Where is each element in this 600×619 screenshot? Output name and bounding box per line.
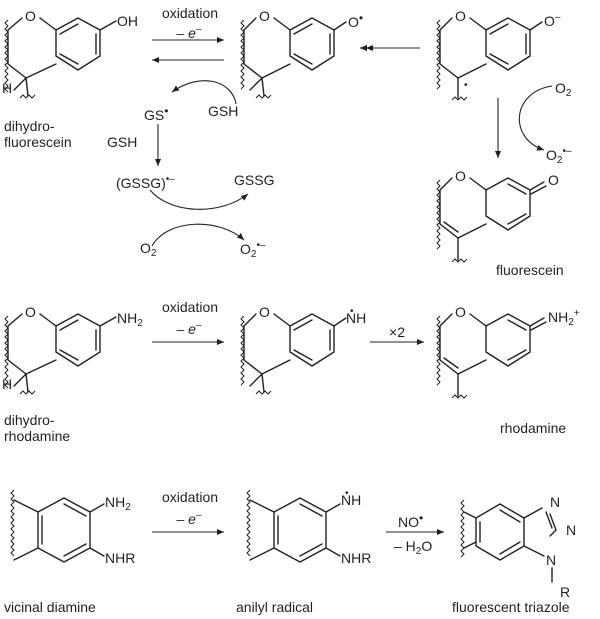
ring-oxygen-1: O bbox=[25, 8, 36, 24]
phenoxyl-oxygen-label: O• bbox=[348, 11, 364, 30]
triazole-n3-label: N bbox=[546, 552, 557, 568]
aminyl-label: NH bbox=[346, 310, 367, 326]
electron-loss-label-row1: – e– bbox=[176, 24, 202, 41]
gssg-radical-label: (GSSG)•– bbox=[116, 174, 175, 191]
ring-oxygen-6: O bbox=[259, 304, 270, 320]
oxygen-label-left: O2 bbox=[140, 240, 157, 259]
ring-oxygen-5: O bbox=[25, 304, 36, 320]
times-two-label: ×2 bbox=[389, 324, 405, 340]
fluorescent-triazole-name: fluorescent triazole bbox=[452, 599, 570, 615]
water-loss-label: – H2O bbox=[394, 538, 433, 557]
fluorescent-triazole-structure bbox=[460, 499, 557, 583]
ring-oxygen-3: O bbox=[455, 8, 466, 24]
o2-curved-arrow-left bbox=[151, 223, 245, 247]
superoxide-label-right: O2•– bbox=[546, 146, 572, 166]
rhodamine-structure bbox=[436, 313, 547, 399]
oxygen-label-right: O2 bbox=[555, 80, 572, 99]
dihydrorhodamine-structure bbox=[4, 313, 117, 395]
hydroxyl-label: OH bbox=[117, 13, 138, 29]
dihydrorhodamine-name-line2: rhodamine bbox=[4, 428, 71, 444]
oxidation-label-row2: oxidation bbox=[161, 299, 219, 315]
phenoxyl-radical-structure bbox=[240, 17, 347, 99]
rhodamine-name: rhodamine bbox=[500, 420, 567, 436]
electron-loss-label-row3: – e– bbox=[176, 510, 202, 527]
dihydrorhodamine-name-line1: dihydro- bbox=[4, 412, 55, 428]
anilyl-nhr-label: NHR bbox=[341, 550, 372, 566]
anilyl-radical-name: anilyl radical bbox=[236, 599, 314, 615]
gsh-label-left: GSH bbox=[107, 134, 138, 150]
gs-radical-label: GS• bbox=[144, 104, 169, 123]
carbon-radical-dot: • bbox=[464, 80, 468, 91]
gsh-label-right: GSH bbox=[208, 103, 239, 119]
iminium-label: NH2+ bbox=[548, 308, 580, 328]
nitric-oxide-label: NO• bbox=[398, 511, 424, 530]
fluorescein-structure bbox=[436, 177, 547, 263]
amine-label: NH2 bbox=[117, 310, 143, 329]
nitrogen-radical-dot: • bbox=[350, 306, 354, 317]
ring-oxygen-4: O bbox=[455, 168, 466, 184]
phenolate-radical-structure bbox=[436, 17, 543, 101]
triazole-n1-label: N bbox=[550, 494, 561, 510]
dihydrofluorescein-name-line1: dihydro- bbox=[4, 118, 55, 134]
ring-oxygen-7: O bbox=[455, 304, 466, 320]
ring-oxygen-2: O bbox=[259, 8, 270, 24]
dihydrofluorescein-structure bbox=[4, 17, 117, 99]
phenolate-oxygen-label: O– bbox=[544, 12, 561, 29]
vicinal-diamine-name: vicinal diamine bbox=[4, 599, 96, 615]
electron-loss-label-row2: – e– bbox=[176, 320, 202, 337]
hydrogen-label-1: H bbox=[2, 80, 13, 96]
diamine-nhr-label: NHR bbox=[105, 550, 136, 566]
anilyl-nh-label: NH bbox=[341, 492, 362, 508]
anilyl-radical-dot: • bbox=[345, 488, 349, 499]
fluorescein-name: fluorescein bbox=[496, 262, 564, 278]
aminyl-radical-structure bbox=[240, 313, 347, 395]
hydrogen-label-2: H bbox=[2, 376, 13, 392]
gsh-curved-arrow bbox=[171, 80, 237, 105]
superoxide-label-left: O2•– bbox=[240, 240, 266, 260]
carbonyl-oxygen-label: O bbox=[548, 172, 559, 188]
gssg-label: GSSG bbox=[234, 172, 275, 188]
gssg-curved-arrow bbox=[149, 189, 249, 210]
anilyl-radical-structure bbox=[246, 489, 341, 563]
o2-curved-arrow-right bbox=[518, 85, 553, 151]
vicinal-diamine-structure bbox=[10, 489, 105, 563]
triazole-r-label: R bbox=[560, 584, 571, 600]
oxidation-label-row1: oxidation bbox=[161, 5, 219, 21]
oxidation-label-row3: oxidation bbox=[161, 489, 219, 505]
diamine-nh2-label: NH2 bbox=[105, 494, 131, 513]
dihydrofluorescein-name-line2: fluorescein bbox=[4, 134, 72, 150]
triazole-n2-label: N bbox=[566, 522, 577, 538]
